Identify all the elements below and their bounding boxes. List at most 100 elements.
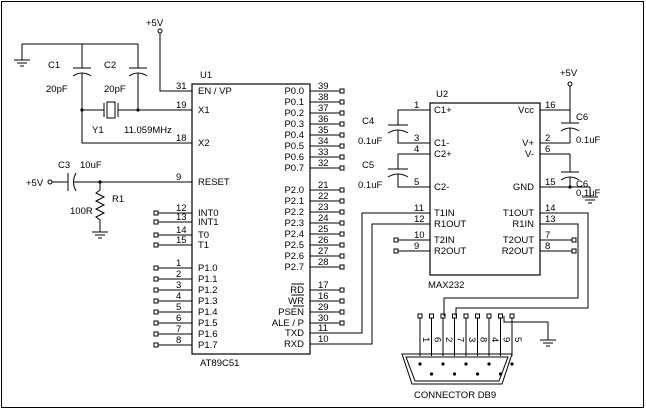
c3-value: 10uF bbox=[80, 160, 102, 171]
c1-value: 20pF bbox=[46, 84, 68, 95]
mcu-ref: U1 bbox=[200, 70, 212, 81]
c1-ref: C1 bbox=[48, 60, 60, 71]
max232-pin-t2in-label: T2IN bbox=[434, 235, 455, 246]
mcu-pin-1-terminal bbox=[153, 265, 159, 271]
r1-value: 100R bbox=[70, 206, 93, 217]
mcu-pin-23-terminal bbox=[339, 209, 345, 215]
mcu-pin-4-number: 4 bbox=[176, 291, 181, 302]
max232-pin-7-number: 7 bbox=[545, 230, 550, 241]
max232-pin-t1in-label: T1IN bbox=[434, 208, 455, 219]
mcu-pin-p0-4-label: P0.4 bbox=[284, 130, 304, 141]
mcu-pin-8-number: 8 bbox=[176, 335, 181, 346]
mcu-pin-31-number: 31 bbox=[176, 81, 187, 92]
db9-label: CONNECTOR DB9 bbox=[414, 390, 496, 401]
mcu-pin-7-number: 7 bbox=[176, 324, 181, 335]
max232-pin-v-label: V+ bbox=[522, 138, 534, 149]
max232-pin-6-number: 6 bbox=[545, 144, 550, 155]
mcu-pin-p1-4-label: P1.4 bbox=[198, 307, 218, 318]
mcu-pin-10-number: 10 bbox=[318, 334, 329, 345]
mcu-pin-30-terminal bbox=[339, 320, 345, 326]
mcu-pin-35-number: 35 bbox=[318, 125, 329, 136]
max232-pin-t2out-label: T2OUT bbox=[503, 235, 534, 246]
mcu-pin-wr-label: WR bbox=[288, 296, 304, 307]
mcu-pin-p0-5-label: P0.5 bbox=[284, 141, 304, 152]
db9-pin-7-contact bbox=[452, 372, 457, 376]
db9-pin-1-number: 1 bbox=[420, 337, 431, 342]
mcu-pin-39-number: 39 bbox=[318, 81, 329, 92]
c5-ref: C5 bbox=[362, 160, 374, 171]
mcu-pin-2-terminal bbox=[153, 276, 159, 282]
wire-t1out-db9 bbox=[455, 212, 589, 316]
mcu-pin-25-number: 25 bbox=[318, 224, 329, 235]
mcu-part: AT89C51 bbox=[200, 358, 239, 369]
mcu-pin-int0-label: INT0 bbox=[198, 208, 219, 219]
max232-pin-11-number: 11 bbox=[414, 203, 424, 214]
wire-x2 bbox=[81, 73, 192, 144]
max232-pin-c2-label: C2+ bbox=[434, 149, 452, 160]
db9-pin-9-number: 9 bbox=[501, 337, 512, 342]
mcu-pin-8-terminal bbox=[153, 342, 159, 348]
c4-value: 0.1uF bbox=[358, 136, 382, 147]
mcu-pin-p1-3-label: P1.3 bbox=[198, 296, 218, 307]
max232-right-pins: 16Vcc2V+6V-15GND14T1OUT13R1IN7T2OUT8R2OU… bbox=[502, 100, 558, 257]
mcu-pin-17-terminal bbox=[339, 287, 345, 293]
db9-pin-4-terminal bbox=[486, 313, 492, 319]
max232-body bbox=[429, 102, 541, 276]
mcu-pin-34-number: 34 bbox=[318, 136, 329, 147]
mcu-pin-37-terminal bbox=[339, 110, 345, 116]
wire-txd-t1in bbox=[340, 212, 412, 334]
mcu-pin-27-terminal bbox=[339, 253, 345, 259]
mcu-pin-38-number: 38 bbox=[318, 92, 329, 103]
mcu-pin-ale-p-label: ALE / P bbox=[272, 318, 304, 329]
db9-pin-8-number: 8 bbox=[478, 337, 489, 342]
max232-pin-10-number: 10 bbox=[414, 230, 425, 241]
c5-value: 0.1uF bbox=[358, 180, 382, 191]
mcu-pin-25-terminal bbox=[339, 231, 345, 237]
mcu-pin-6-terminal bbox=[153, 320, 159, 326]
max232-pin-r1in-label: R1IN bbox=[512, 219, 534, 230]
db9-pin-6-contact bbox=[429, 372, 434, 376]
mcu-pin-24-number: 24 bbox=[318, 213, 329, 224]
max232-pin-16-number: 16 bbox=[545, 100, 556, 111]
mcu-pin-int1-label: INT1 bbox=[198, 217, 219, 228]
mcu-pin-rd-label: RD bbox=[290, 285, 304, 296]
mcu-pin-p2-5-label: P2.5 bbox=[284, 240, 304, 251]
mcu-pin-16-number: 16 bbox=[318, 291, 329, 302]
max232-part: MAX232 bbox=[428, 280, 464, 291]
reset-section: +5V C3 10uF R1 100R bbox=[26, 160, 192, 239]
mcu-pin-p0-2-label: P0.2 bbox=[284, 108, 304, 119]
db9-pin-9-terminal bbox=[498, 313, 503, 319]
mcu-pin-p0-3-label: P0.3 bbox=[284, 119, 304, 130]
max232-pin-3-number: 3 bbox=[414, 133, 419, 144]
mcu-pin-23-number: 23 bbox=[318, 202, 329, 213]
mcu-pin-p0-6-label: P0.6 bbox=[284, 152, 304, 163]
mcu-pin-p2-7-label: P2.7 bbox=[284, 262, 304, 273]
mcu-pin-28-terminal bbox=[339, 264, 345, 270]
mcu-pin-33-terminal bbox=[339, 154, 345, 160]
mcu-pin-en-vp-label: EN / VP bbox=[198, 86, 232, 97]
mcu-body bbox=[191, 83, 311, 355]
vcc-terminal-reset bbox=[47, 179, 53, 185]
max232-pin-t1out-label: T1OUT bbox=[503, 208, 534, 219]
max232-pin-r2out-label: R2OUT bbox=[502, 246, 534, 257]
max232-pin-1-number: 1 bbox=[414, 100, 419, 111]
mcu-pin-p2-6-label: P2.6 bbox=[284, 251, 304, 262]
db9-pin-5-contact bbox=[510, 362, 514, 366]
mcu-pin-5-number: 5 bbox=[176, 302, 181, 313]
mcu-pin-p2-3-label: P2.3 bbox=[284, 218, 304, 229]
mcu-pin-p2-0-label: P2.0 bbox=[284, 185, 304, 196]
db9-pin-6-number: 6 bbox=[432, 337, 443, 342]
mcu-pin-p0-7-label: P0.7 bbox=[284, 163, 304, 174]
mcu-pin-18-number: 18 bbox=[176, 133, 187, 144]
oscillator-section: +5V C1 20pF C2 20pF Y1 11.059MHz bbox=[14, 18, 192, 144]
mcu-pin-30-number: 30 bbox=[318, 313, 329, 324]
max232-pin-vcc-label: Vcc bbox=[518, 105, 534, 116]
max232-pin-c1-label: C1+ bbox=[434, 105, 452, 116]
mcu-pin-t1-label: T1 bbox=[198, 240, 209, 251]
wire-vcc-en bbox=[159, 33, 172, 92]
max232-pin-c2-label: C2- bbox=[434, 182, 449, 193]
crystal-icon bbox=[106, 101, 116, 119]
max232-pin-12-number: 12 bbox=[414, 214, 425, 225]
mcu-pin-reset-label: RESET bbox=[198, 177, 230, 188]
